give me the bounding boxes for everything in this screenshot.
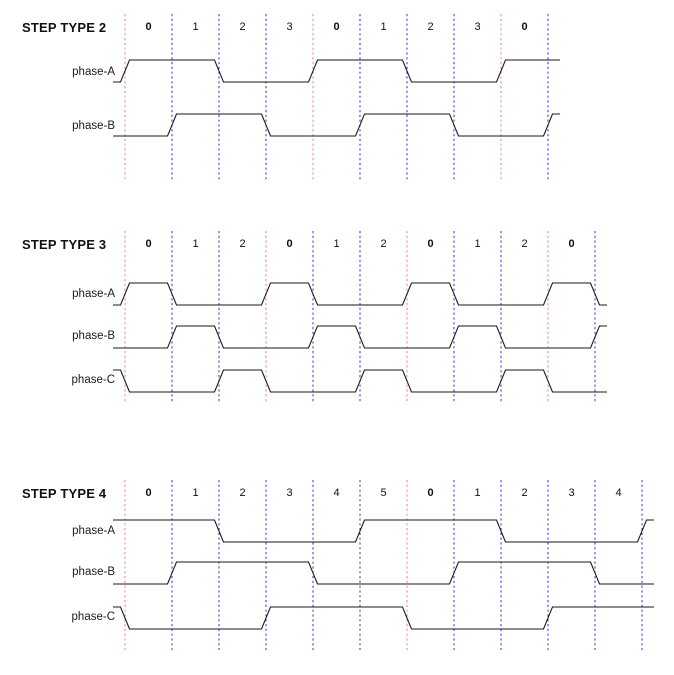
phase-label-step-type-3-phase-C: phase-C [71, 374, 115, 386]
phase-label-step-type-3-phase-B: phase-B [72, 330, 115, 342]
column-label-step-type-4-8: 2 [521, 487, 528, 499]
column-label-step-type-3-9: 0 [568, 238, 575, 250]
waveform-step-type-2-phase-A [113, 59, 560, 83]
column-label-step-type-4-0: 0 [145, 487, 152, 499]
block-title-step-type-4: STEP TYPE 4 [22, 486, 107, 501]
column-label-step-type-4-5: 5 [380, 487, 387, 499]
column-label-step-type-2-7: 3 [474, 21, 481, 33]
column-label-step-type-4-10: 4 [615, 487, 622, 499]
column-label-step-type-4-2: 2 [239, 487, 246, 499]
phase-label-step-type-4-phase-B: phase-B [72, 566, 115, 578]
phase-label-step-type-4-phase-C: phase-C [71, 611, 115, 623]
column-label-step-type-3-4: 1 [333, 238, 340, 250]
column-label-step-type-2-4: 0 [333, 21, 340, 33]
column-label-step-type-3-6: 0 [427, 238, 434, 250]
block-title-step-type-3: STEP TYPE 3 [22, 237, 107, 252]
column-label-step-type-2-8: 0 [521, 21, 528, 33]
block-title-step-type-2: STEP TYPE 2 [22, 20, 107, 35]
column-label-step-type-2-6: 2 [427, 21, 434, 33]
column-label-step-type-3-5: 2 [380, 238, 387, 250]
column-label-step-type-2-0: 0 [145, 21, 152, 33]
column-label-step-type-4-6: 0 [427, 487, 434, 499]
column-label-step-type-4-1: 1 [192, 487, 199, 499]
phase-label-step-type-2-phase-B: phase-B [72, 120, 115, 132]
column-label-step-type-4-7: 1 [474, 487, 481, 499]
waveform-step-type-3-phase-A [113, 282, 607, 306]
phase-label-step-type-4-phase-A: phase-A [72, 525, 115, 537]
column-label-step-type-2-1: 1 [192, 21, 199, 33]
waveform-step-type-3-phase-B [113, 325, 607, 349]
column-label-step-type-3-2: 2 [239, 238, 246, 250]
phase-label-step-type-2-phase-A: phase-A [72, 66, 115, 78]
waveform-step-type-4-phase-C [113, 606, 654, 630]
column-label-step-type-2-2: 2 [239, 21, 246, 33]
column-label-step-type-3-1: 1 [192, 238, 199, 250]
column-label-step-type-4-4: 4 [333, 487, 340, 499]
waveform-step-type-4-phase-A [113, 519, 654, 543]
waveform-step-type-2-phase-B [113, 113, 560, 137]
column-label-step-type-2-5: 1 [380, 21, 387, 33]
column-label-step-type-4-9: 3 [568, 487, 575, 499]
column-label-step-type-2-3: 3 [286, 21, 293, 33]
column-label-step-type-3-7: 1 [474, 238, 481, 250]
column-label-step-type-3-0: 0 [145, 238, 152, 250]
phase-label-step-type-3-phase-A: phase-A [72, 288, 115, 300]
waveform-step-type-3-phase-C [113, 369, 607, 393]
column-label-step-type-3-3: 0 [286, 238, 293, 250]
column-label-step-type-4-3: 3 [286, 487, 293, 499]
waveform-step-type-4-phase-B [113, 561, 654, 585]
column-label-step-type-3-8: 2 [521, 238, 528, 250]
